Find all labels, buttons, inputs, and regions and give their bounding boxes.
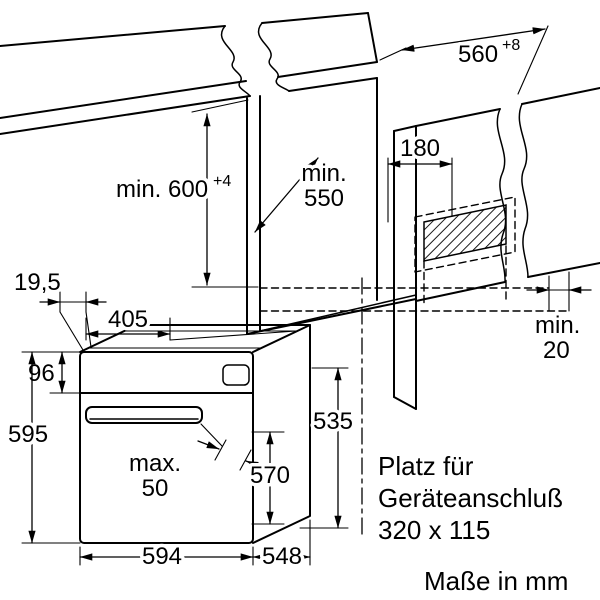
- dim-oven-depth-value: 548: [262, 543, 302, 570]
- dim-535: 535: [299, 367, 357, 529]
- dim-handle-clearance: max. 50: [125, 423, 268, 506]
- dim-top-front-offset: 19,5: [11, 266, 107, 351]
- dim-niche-width: 560 +8: [379, 25, 549, 95]
- dim-oven-height: 595: [5, 351, 81, 544]
- dim-niche-width-tolerance: +8: [502, 37, 520, 54]
- oven-side-face: [252, 324, 311, 544]
- dim-oven-height-value: 595: [8, 421, 48, 448]
- connection-space-note-line2: Geräteanschluß: [378, 483, 563, 513]
- dim-top-depth: 405: [85, 303, 297, 341]
- oven-front: [79, 351, 254, 544]
- dim-niche-height: min. 600 +4: [113, 99, 259, 288]
- dim-rear-gap-value: 20: [543, 337, 570, 364]
- connection-zone-dashed: [414, 196, 516, 273]
- worktop-break-line-right: [258, 22, 290, 92]
- door-latch: [222, 364, 250, 386]
- dim-niche-depth-value: 550: [304, 185, 344, 212]
- worktop-break-line-left: [221, 25, 251, 97]
- dim-niche-width-value: 560: [458, 41, 498, 68]
- dim-connection-offset: 180: [387, 132, 453, 223]
- connection-hatch: [423, 204, 507, 262]
- dim-niche-height-value: min. 600: [116, 176, 208, 203]
- oven: [79, 324, 311, 544]
- dim-niche-depth-prefix: min.: [301, 160, 346, 187]
- connection-area: [414, 196, 516, 307]
- door-handle: [85, 406, 203, 424]
- notes: Platz für Geräteanschluß 320 x 115 Maße …: [378, 451, 568, 596]
- connection-space-note-line3: 320 x 115: [378, 515, 490, 545]
- dim-570: 570: [246, 431, 294, 525]
- dim-oven-width: 594: [79, 540, 254, 574]
- dim-handle-clearance-prefix: max.: [129, 450, 181, 477]
- dim-niche-height-tolerance: +4: [213, 173, 231, 190]
- dim-oven-width-value: 594: [142, 543, 182, 570]
- dim-535-value: 535: [313, 408, 353, 435]
- side-panel-right: [393, 125, 417, 410]
- dim-top-depth-value: 405: [108, 306, 148, 333]
- wall-break-line-left: [496, 108, 507, 283]
- dim-niche-depth: min. 550: [254, 157, 350, 233]
- dim-570-value: 570: [250, 462, 290, 489]
- worktop: [0, 12, 378, 135]
- hidden-edges: [259, 287, 570, 312]
- dim-rear-gap-prefix: min.: [535, 312, 580, 339]
- dim-connection-offset-value: 180: [400, 135, 440, 162]
- dim-oven-depth: 548: [252, 519, 311, 574]
- wall-break-line-right: [518, 103, 529, 278]
- rear-wall: [415, 87, 600, 302]
- oven-top-face: [79, 324, 311, 353]
- dim-top-front-offset-value: 19,5: [14, 269, 61, 296]
- units-note: Maße in mm: [424, 566, 568, 596]
- dim-handle-clearance-value: 50: [142, 475, 169, 502]
- dim-rear-gap: min. 20: [526, 271, 592, 368]
- dim-panel-height: 96: [21, 351, 81, 394]
- connection-space-note-line1: Platz für: [378, 451, 474, 481]
